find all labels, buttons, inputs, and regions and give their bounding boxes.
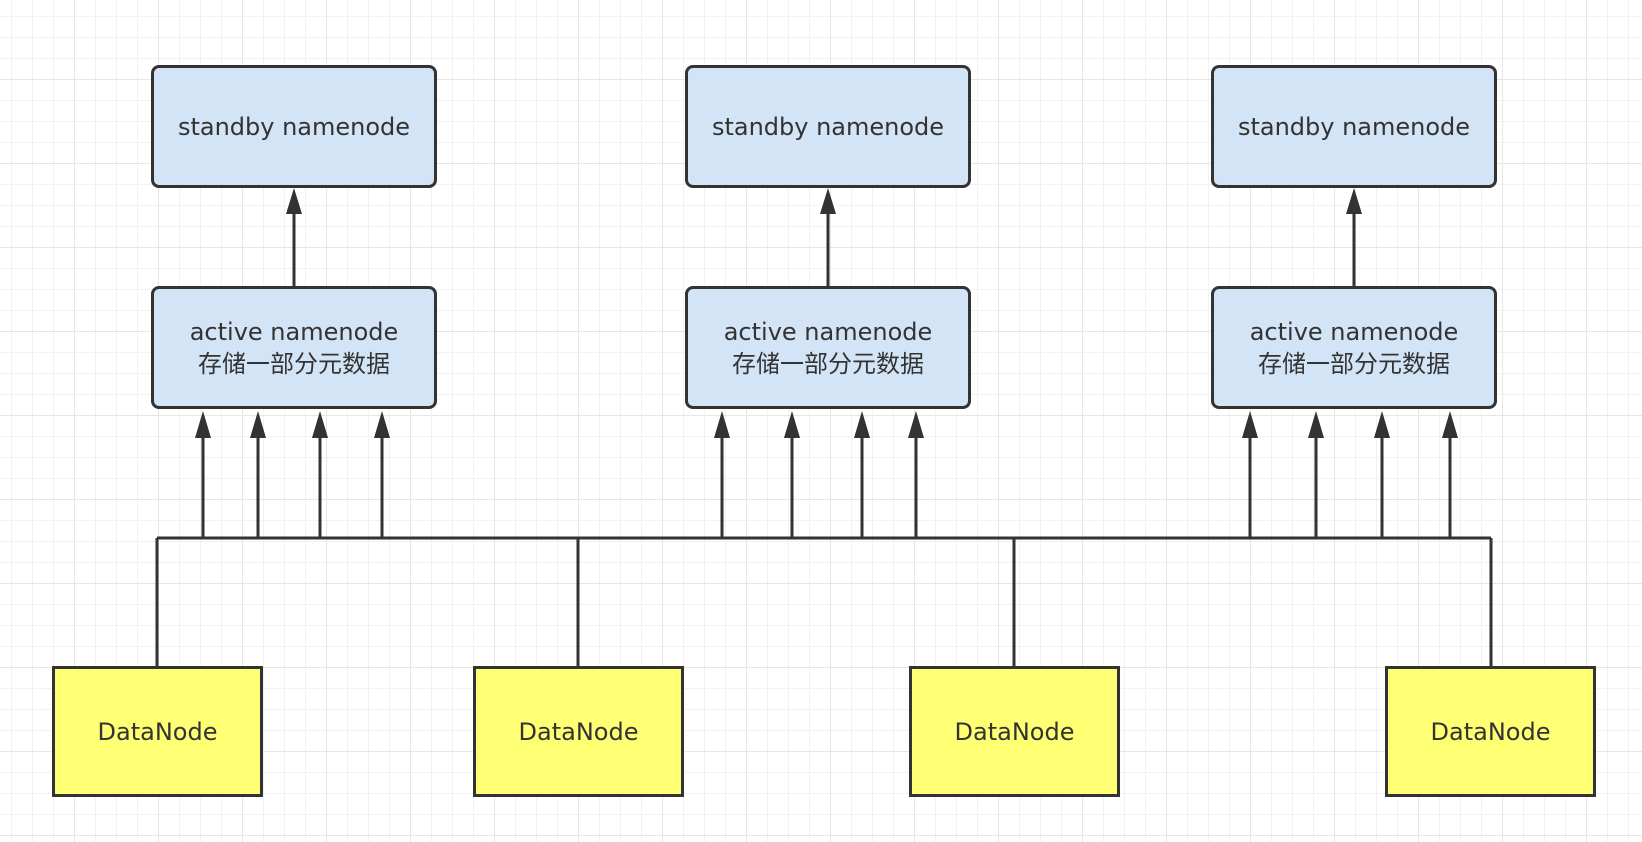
standby-namenode-box: standby namenode xyxy=(151,65,437,188)
standby-namenode-label: standby namenode xyxy=(711,112,945,141)
active-namenode-box: active namenode 存储一部分元数据 xyxy=(151,286,437,409)
active-namenode-box: active namenode 存储一部分元数据 xyxy=(1211,286,1497,409)
datanode-label: DataNode xyxy=(954,717,1075,746)
active-namenode-label: active namenode xyxy=(189,317,399,346)
arrowhead-icon xyxy=(1308,411,1324,438)
arrowhead-icon xyxy=(784,411,800,438)
active-namenode-box: active namenode 存储一部分元数据 xyxy=(685,286,971,409)
arrowhead-icon xyxy=(854,411,870,438)
arrowhead-icon xyxy=(312,411,328,438)
datanode-box: DataNode xyxy=(1385,666,1596,797)
active-namenode-label: active namenode xyxy=(723,317,933,346)
standby-namenode-label: standby namenode xyxy=(1237,112,1471,141)
arrowhead-icon xyxy=(908,411,924,438)
datanode-label: DataNode xyxy=(97,717,218,746)
arrowhead-icon xyxy=(1442,411,1458,438)
active-namenode-label: active namenode xyxy=(1249,317,1459,346)
arrowhead-icon xyxy=(1374,411,1390,438)
arrowhead-icon xyxy=(286,188,302,214)
datanode-box: DataNode xyxy=(909,666,1120,797)
arrowhead-icon xyxy=(1242,411,1258,438)
arrowhead-icon xyxy=(714,411,730,438)
standby-namenode-box: standby namenode xyxy=(685,65,971,188)
datanode-box: DataNode xyxy=(52,666,263,797)
arrowhead-icon xyxy=(1346,188,1362,214)
active-namenode-sublabel: 存储一部分元数据 xyxy=(1257,349,1450,378)
datanode-box: DataNode xyxy=(473,666,684,797)
active-namenode-sublabel: 存储一部分元数据 xyxy=(197,349,390,378)
arrowhead-icon xyxy=(820,188,836,214)
active-namenode-sublabel: 存储一部分元数据 xyxy=(731,349,924,378)
arrowhead-icon xyxy=(195,411,211,438)
standby-namenode-label: standby namenode xyxy=(177,112,411,141)
arrowhead-icon xyxy=(374,411,390,438)
datanode-label: DataNode xyxy=(518,717,639,746)
datanode-label: DataNode xyxy=(1430,717,1551,746)
arrowhead-icon xyxy=(250,411,266,438)
standby-namenode-box: standby namenode xyxy=(1211,65,1497,188)
